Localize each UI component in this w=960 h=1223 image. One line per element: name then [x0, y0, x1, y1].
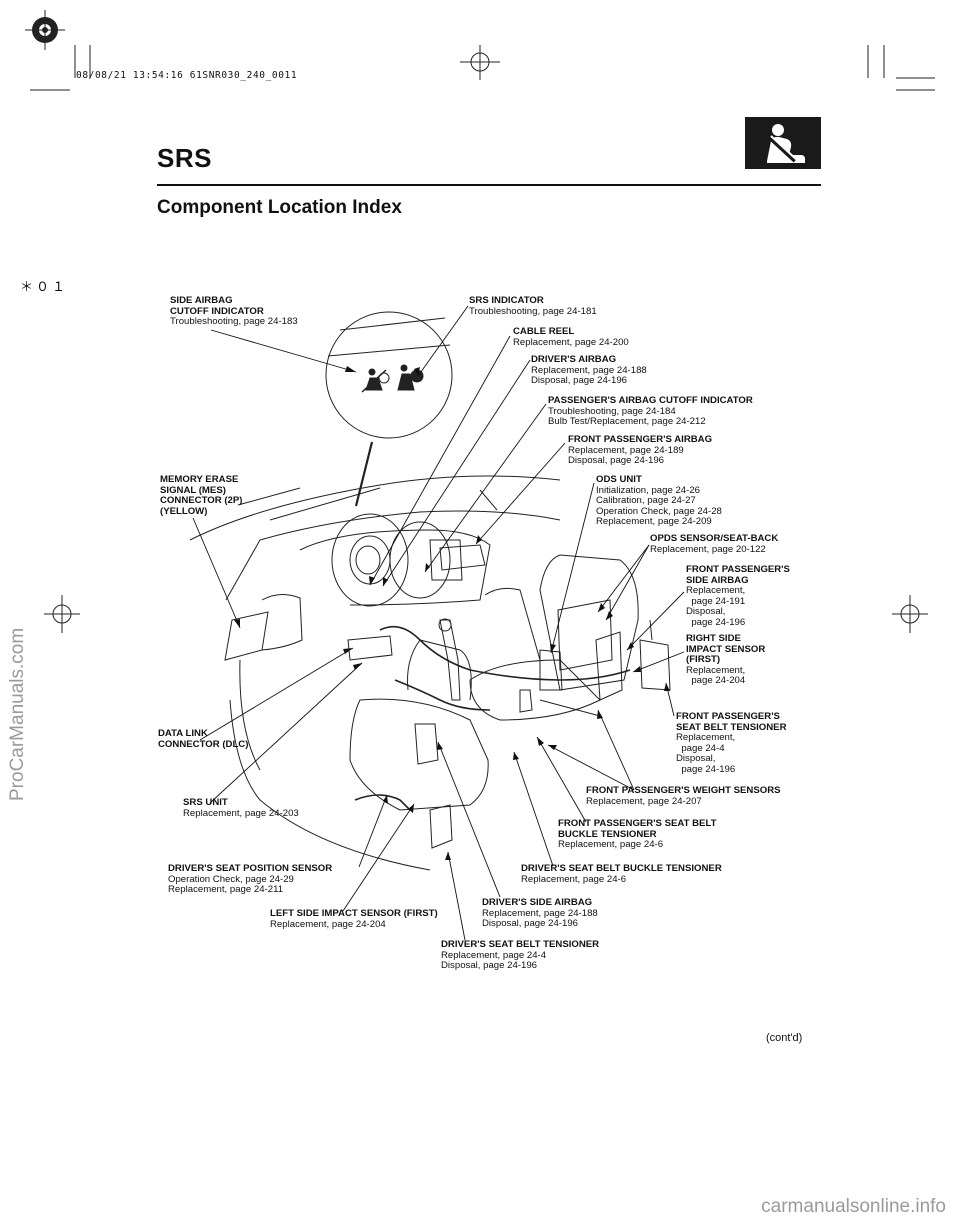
callout-desc: Replacement, page 24-203 [183, 807, 299, 819]
continued-note: (cont'd) [766, 1032, 803, 1044]
callout-front-passengers-seat-belt-tensioner: FRONT PASSENGER'S SEAT BELT TENSIONER Re… [676, 711, 787, 776]
seatbelt-person-icon [745, 117, 821, 169]
callout-side-airbag-cutoff-indicator: SIDE AIRBAG CUTOFF INDICATOR Troubleshoo… [170, 295, 298, 328]
airbag-off-icon [361, 368, 390, 393]
callout-drivers-seat-belt-buckle-tensioner: DRIVER'S SEAT BELT BUCKLE TENSIONER Repl… [521, 863, 722, 885]
callout-left-side-impact-sensor: LEFT SIDE IMPACT SENSOR (FIRST) Replacem… [270, 908, 438, 930]
callout-title: FRONT PASSENGER'S SEAT BELT TENSIONER [676, 711, 787, 733]
callout-desc: Replacement, page 24-6 [521, 873, 627, 885]
callout-title: OPDS SENSOR/SEAT-BACK [650, 533, 779, 544]
callout-desc: Replacement, page 24-207 [586, 795, 702, 807]
callout-right-side-impact-sensor: RIGHT SIDE IMPACT SENSOR (FIRST) Replace… [686, 633, 766, 687]
callout-desc: Replacement, page 24-4 Disposal, page 24… [676, 732, 736, 775]
callout-title: ODS UNIT [596, 474, 642, 485]
callout-drivers-airbag: DRIVER'S AIRBAG Replacement, page 24-188… [531, 354, 647, 387]
page-heading: Component Location Index [157, 197, 402, 218]
callout-desc: Replacement, page 24-204 [686, 664, 746, 687]
callout-desc: Troubleshooting, page 24-181 [469, 305, 597, 317]
side-watermark: ProCarManuals.com [7, 627, 28, 801]
callout-title: DATA LINK CONNECTOR (DLC) [158, 728, 249, 750]
callout-title: LEFT SIDE IMPACT SENSOR (FIRST) [270, 908, 438, 919]
callout-title: DRIVER'S SEAT POSITION SENSOR [168, 863, 333, 874]
callout-desc: Replacement, page 24-189 Disposal, page … [568, 444, 684, 467]
callout-title: FRONT PASSENGER'S SEAT BELT BUCKLE TENSI… [558, 818, 717, 840]
callout-drivers-side-airbag: DRIVER'S SIDE AIRBAG Replacement, page 2… [482, 897, 598, 930]
callout-desc: Troubleshooting, page 24-183 [170, 316, 298, 328]
callout-drivers-seat-belt-tensioner: DRIVER'S SEAT BELT TENSIONER Replacement… [441, 939, 600, 972]
callout-srs-unit: SRS UNIT Replacement, page 24-203 [183, 797, 299, 819]
crosshair-register-icon [44, 595, 80, 633]
callout-cable-reel: CABLE REEL Replacement, page 24-200 [513, 326, 629, 348]
leader-arrowheads [234, 366, 670, 860]
print-stamp: 08/08/21 13:54:16 61SNR030_240_0011 [76, 70, 298, 81]
callout-title: CABLE REEL [513, 326, 575, 337]
callout-title: RIGHT SIDE IMPACT SENSOR (FIRST) [686, 633, 766, 666]
callout-title: SIDE AIRBAG CUTOFF INDICATOR [170, 295, 264, 317]
header-rule [157, 184, 821, 186]
callout-title: DRIVER'S SEAT BELT TENSIONER [441, 939, 600, 950]
callout-title: DRIVER'S AIRBAG [531, 354, 617, 365]
section-title: SRS [157, 143, 212, 173]
indicator-inset-circle [325, 311, 453, 439]
callout-desc: Replacement, page 24-188 Disposal, page … [482, 907, 598, 930]
callout-title: FRONT PASSENGER'S SIDE AIRBAG [686, 564, 790, 586]
callout-front-passengers-seat-belt-buckle-tensioner: FRONT PASSENGER'S SEAT BELT BUCKLE TENSI… [558, 818, 717, 851]
callout-title: SRS UNIT [183, 797, 228, 808]
callout-desc: Replacement, page 24-191 Disposal, page … [686, 585, 746, 628]
callout-front-passengers-weight-sensors: FRONT PASSENGER'S WEIGHT SENSORS Replace… [586, 785, 781, 807]
callout-desc: Replacement, page 24-200 [513, 336, 629, 348]
callout-desc: Replacement, page 24-204 [270, 918, 386, 930]
callout-ods-unit: ODS UNIT Initialization, page 24-26 Cali… [596, 474, 722, 528]
callout-drivers-seat-position-sensor: DRIVER'S SEAT POSITION SENSOR Operation … [168, 863, 333, 896]
callout-memory-erase-signal-connector: MEMORY ERASE SIGNAL (MES) CONNECTOR (2P)… [160, 474, 243, 517]
callout-opds-sensor: OPDS SENSOR/SEAT-BACK Replacement, page … [650, 533, 779, 555]
callout-data-link-connector: DATA LINK CONNECTOR (DLC) [158, 728, 249, 750]
callout-front-passengers-side-airbag: FRONT PASSENGER'S SIDE AIRBAG Replacemen… [686, 564, 790, 629]
callout-desc: Troubleshooting, page 24-184 Bulb Test/R… [548, 405, 706, 428]
callout-title: FRONT PASSENGER'S AIRBAG [568, 434, 713, 445]
crosshair-register-icon [460, 45, 500, 80]
callout-title: PASSENGER'S AIRBAG CUTOFF INDICATOR [548, 395, 753, 406]
crosshair-register-icon [892, 595, 928, 633]
crosshair-register-icon [25, 10, 65, 50]
callout-title: FRONT PASSENGER'S WEIGHT SENSORS [586, 785, 781, 796]
callout-title: MEMORY ERASE SIGNAL (MES) CONNECTOR (2P)… [160, 474, 243, 517]
callout-title: SRS INDICATOR [469, 295, 544, 306]
callout-desc: Replacement, page 24-4 Disposal, page 24… [441, 949, 547, 972]
callout-srs-indicator: SRS INDICATOR Troubleshooting, page 24-1… [469, 295, 597, 317]
callout-desc: Operation Check, page 24-29 Replacement,… [168, 873, 294, 896]
callout-desc: Replacement, page 24-6 [558, 839, 664, 851]
callout-title: DRIVER'S SEAT BELT BUCKLE TENSIONER [521, 863, 722, 874]
margin-mark: ＊０１ [20, 279, 69, 294]
bottom-watermark: carmanualsonline.info [761, 1196, 946, 1217]
callout-front-passengers-airbag: FRONT PASSENGER'S AIRBAG Replacement, pa… [568, 434, 713, 467]
callout-desc: Replacement, page 20-122 [650, 543, 766, 555]
callout-title: DRIVER'S SIDE AIRBAG [482, 897, 593, 908]
callout-desc: Replacement, page 24-188 Disposal, page … [531, 364, 647, 387]
callout-passengers-airbag-cutoff-indicator: PASSENGER'S AIRBAG CUTOFF INDICATOR Trou… [548, 395, 753, 428]
callout-desc: Initialization, page 24-26 Calibration, … [596, 484, 722, 528]
